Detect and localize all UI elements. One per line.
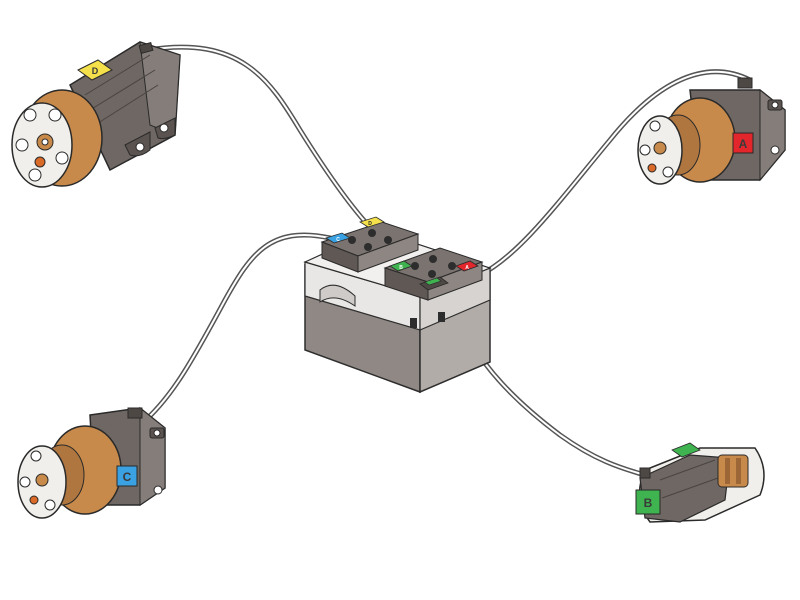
motor-d-badge bbox=[77, 59, 113, 81]
motor-a: A bbox=[637, 77, 786, 185]
hub-connector-right bbox=[383, 247, 484, 301]
hub-slot bbox=[438, 312, 445, 322]
hub-port-a-label: A bbox=[465, 265, 469, 271]
hub-port-b: B bbox=[389, 260, 413, 272]
hub-port-c-label: C bbox=[336, 237, 340, 243]
motor-a-badge bbox=[732, 132, 754, 154]
motor-d: D bbox=[11, 41, 181, 188]
motor-b-top-badge bbox=[671, 442, 701, 458]
hub-connector-left bbox=[320, 221, 420, 273]
cable-a bbox=[477, 69, 753, 278]
cable-d bbox=[145, 44, 371, 228]
hub-port-c: C bbox=[325, 232, 351, 244]
hub-plug-b bbox=[419, 276, 449, 291]
motor-c-label: C bbox=[123, 470, 132, 484]
hub-slot bbox=[410, 318, 417, 328]
hub-port-d-label: D bbox=[368, 221, 372, 227]
motor-a-label: A bbox=[739, 137, 748, 151]
motor-c: C bbox=[17, 406, 166, 519]
motor-c-badge bbox=[116, 465, 138, 487]
hub-port-d: D bbox=[359, 216, 385, 228]
motor-b-badge bbox=[635, 489, 661, 515]
hub-notch bbox=[319, 284, 356, 307]
hub-port-a: A bbox=[455, 260, 479, 272]
motor-b-label: B bbox=[644, 496, 653, 510]
hub-port-b-label: B bbox=[399, 265, 403, 271]
motor-b: B bbox=[635, 442, 765, 523]
battery-hub: D C B A bbox=[303, 216, 492, 394]
cable-c bbox=[137, 232, 333, 428]
motor-d-label: D bbox=[92, 66, 99, 76]
motor-b-body bbox=[639, 454, 731, 523]
